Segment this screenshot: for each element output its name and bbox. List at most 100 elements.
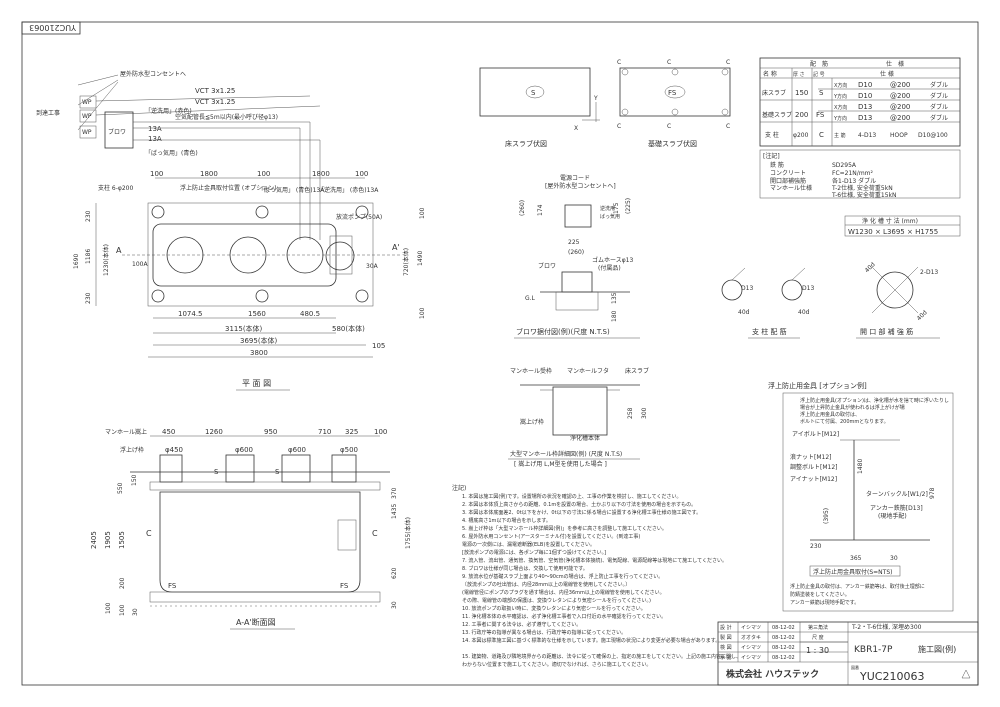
size-box: 浄 化 槽 寸 法 (mm) W1230 × L3695 × H1755 — [844, 215, 961, 237]
float-desc-1: 浮上防止用金具(オプション)は、浄化槽が水を捨て時に浮いたりし — [800, 397, 949, 404]
recirc-13a-label: 「逆洗用」 (赤色)13A — [318, 186, 379, 194]
tb-no-label: 図番 — [851, 664, 859, 670]
spec-r4-dir: Y方向 — [833, 115, 847, 122]
note-7: 電源の一次側には、漏電遮断器(ELB)を設置してください。 — [462, 541, 595, 548]
spec-r1-pitch: @200 — [890, 81, 910, 89]
blower-label: ブロワ — [108, 128, 126, 136]
spec-r2-type: ダブル — [930, 92, 948, 100]
float-adjust-label: 調整ボルト[M12] — [790, 463, 838, 471]
note-15: 10. 放流ポンプの取扱い時に、変換ウレタンにより気密シールを行ってください。 — [462, 605, 646, 612]
note-4: 4. 槽底高さ1m以下の場合を示します。 — [462, 517, 551, 524]
section-fs2: FS — [340, 582, 349, 590]
blower-outlet-label: [屋外防水型コンセントへ] — [545, 182, 616, 190]
blower-cord-label: 電源コード — [560, 174, 590, 182]
note-3: 3. 本図は本体底面差2、0t以下をかけ、0t以下の寸法に係る場合に設置する浄化… — [462, 509, 701, 516]
tb-date-4: 08-12-02 — [772, 655, 795, 661]
plan-dim-top-5: 100 — [355, 170, 368, 178]
vct-label-2: VCT 3x1.25 — [195, 98, 235, 106]
floor-slab-rect — [479, 67, 591, 117]
recirc-label: 「逆洗用」(赤色) — [145, 107, 192, 115]
tb-scale-value: 1 : 30 — [806, 646, 829, 655]
spec-r1-name: 床スラブ — [762, 89, 786, 97]
notes-box-v3: 各1-D13 ダブル — [832, 177, 876, 185]
plan-dim-bottom-6: 3695(本体) — [240, 336, 278, 345]
blower-gl-label: G.L — [525, 295, 536, 302]
spec-r3-name: 基礎スラブ — [762, 111, 792, 119]
note-19: 14. 本図は標準施工図に基づく標準的な仕様を示しています。施工現場の状況により… — [462, 637, 720, 644]
section-slab-s: S — [214, 468, 219, 476]
outlet-label: 30A — [366, 263, 379, 270]
float-dim-1: 1480 — [857, 459, 864, 474]
section-fs: FS — [168, 582, 177, 590]
float-dim-6: 30 — [890, 555, 898, 562]
pipe-13a-2: 13A — [148, 135, 162, 143]
float-eyenut-label: アイナット[M12] — [790, 476, 837, 483]
tb-name-1: イシマツ — [741, 625, 761, 631]
note-13: (電線管径にポンプのプラグを通す場合は、内径36mm以上の電線管を使用してくださ… — [462, 589, 665, 596]
spec-r5-bar: 4-D13 — [858, 132, 876, 139]
section-pillar-c2: C — [372, 529, 378, 538]
tb-name-3: イシマツ — [741, 645, 761, 651]
outdoor-outlet-label: 屋外防水型コンセントへ — [120, 70, 186, 78]
section-title: A-A'断面図 — [236, 617, 276, 627]
spec-r5-dir: 主 筋 — [834, 132, 846, 139]
tb-scale-label: 尺 度 — [812, 634, 824, 641]
tb-date-1: 08-12-02 — [772, 625, 795, 631]
pipe-13a-1: 13A — [148, 125, 162, 133]
manhole-detail-title: 大型マンホール枠詳細図(例) (尺度 N.T.S) — [510, 450, 622, 458]
section-dim-top-6: 100 — [374, 428, 387, 436]
float-eyebolt-label: アイボルト[M12] — [792, 430, 839, 438]
wp-label-3: WP — [82, 129, 92, 136]
float-caption: 浮上防止用金具取付(S=NTS) — [813, 568, 892, 576]
spec-r1-bar: D10 — [858, 81, 872, 89]
spec-col-4: 仕 様 — [880, 70, 894, 78]
aeration-label: 「ばっ気用」(青色) — [145, 149, 198, 157]
pillar-d13: D13 — [741, 285, 753, 292]
spec-r5-name: 支 柱 — [765, 131, 779, 139]
plan-dim-left-1: 230 — [85, 210, 92, 222]
base-slab-rect — [619, 67, 731, 117]
tb-date-3: 08-12-02 — [772, 645, 795, 651]
section-pillar-c: C — [146, 529, 152, 538]
aeration-13a-label: 「ばっ気用」 (青色)13A — [258, 186, 325, 194]
plan-dim-bottom-1: 1074.5 — [178, 310, 203, 318]
opening-2-d13: 2-D13 — [920, 269, 938, 276]
plan-dim-bottom-3: 480.5 — [300, 310, 320, 318]
section-dim-left-4: 550 — [117, 482, 124, 494]
note-14: その際、電線管の端部の保護は、変換ウレタンにより気密シールを行ってください。) — [462, 597, 651, 604]
spec-header-2: 筋 — [822, 60, 828, 68]
plan-dim-right-1: 720(本体) — [402, 248, 410, 276]
note-11: 9. 放流水位が基礎スラブ上面より40〜90cmの場合は、浮上防止工事を行ってく… — [462, 573, 663, 580]
note-5: 5. 嵩上げ枠は「大型マンホール枠詳細図(例)」を参考に高さを調整して施工してく… — [462, 525, 667, 532]
tb-drawing-no: YUC210063 — [859, 670, 924, 683]
manhole-riser-label: マンホール嵩上 — [105, 428, 147, 436]
section-dim-top-1: 450 — [162, 428, 175, 436]
spec-header-4: 様 — [898, 60, 904, 68]
section-dim-top-3: 950 — [264, 428, 277, 436]
section-dim-top-2: 1260 — [205, 428, 223, 436]
manhole-detail-subtitle: [ 嵩上げ用 L,M型を使用した場合 ] — [514, 460, 607, 468]
plan-dim-top-1: 100 — [150, 170, 163, 178]
base-c-2: C — [667, 59, 671, 66]
spec-r1-sym: S — [819, 89, 824, 97]
float-desc-3: 浮上防止用金具の取付は、 — [800, 411, 860, 418]
spec-r1-dir: X方向 — [834, 82, 847, 89]
spec-header-3: 仕 — [886, 60, 892, 68]
blower-hose-label: ゴムホースφ13 — [592, 256, 633, 264]
blower-detail-title: ブロワ据付図(例)(尺度 N.T.S) — [516, 327, 610, 336]
tb-company: 株式会社 ハウステック — [726, 668, 819, 680]
tb-date-2: 08-12-02 — [772, 635, 795, 641]
discharge-pump-label: 放流ポンプ(50A) — [336, 213, 382, 221]
spec-r3-bar: D13 — [858, 103, 872, 111]
opening-40d-1: 40d — [864, 261, 877, 274]
float-bracket-label: 浮上げ枠 — [120, 446, 144, 454]
float-note-2: 防錆塗装をしてください。 — [790, 591, 850, 598]
phi-500: φ500 — [340, 446, 358, 454]
float-dim-5: 365 — [850, 555, 862, 562]
notes-box-title: [注記] — [763, 152, 780, 160]
revision-triangle-icon — [961, 669, 971, 679]
float-detail: 浮上防止用金具 [オプション例] 浮上防止用金具(オプション)は、浄化槽が水を捨… — [768, 381, 954, 612]
plan-dim-bottom-5: 580(本体) — [332, 324, 365, 333]
base-c-3: C — [726, 59, 730, 66]
float-dim-3: (395) — [823, 508, 830, 524]
